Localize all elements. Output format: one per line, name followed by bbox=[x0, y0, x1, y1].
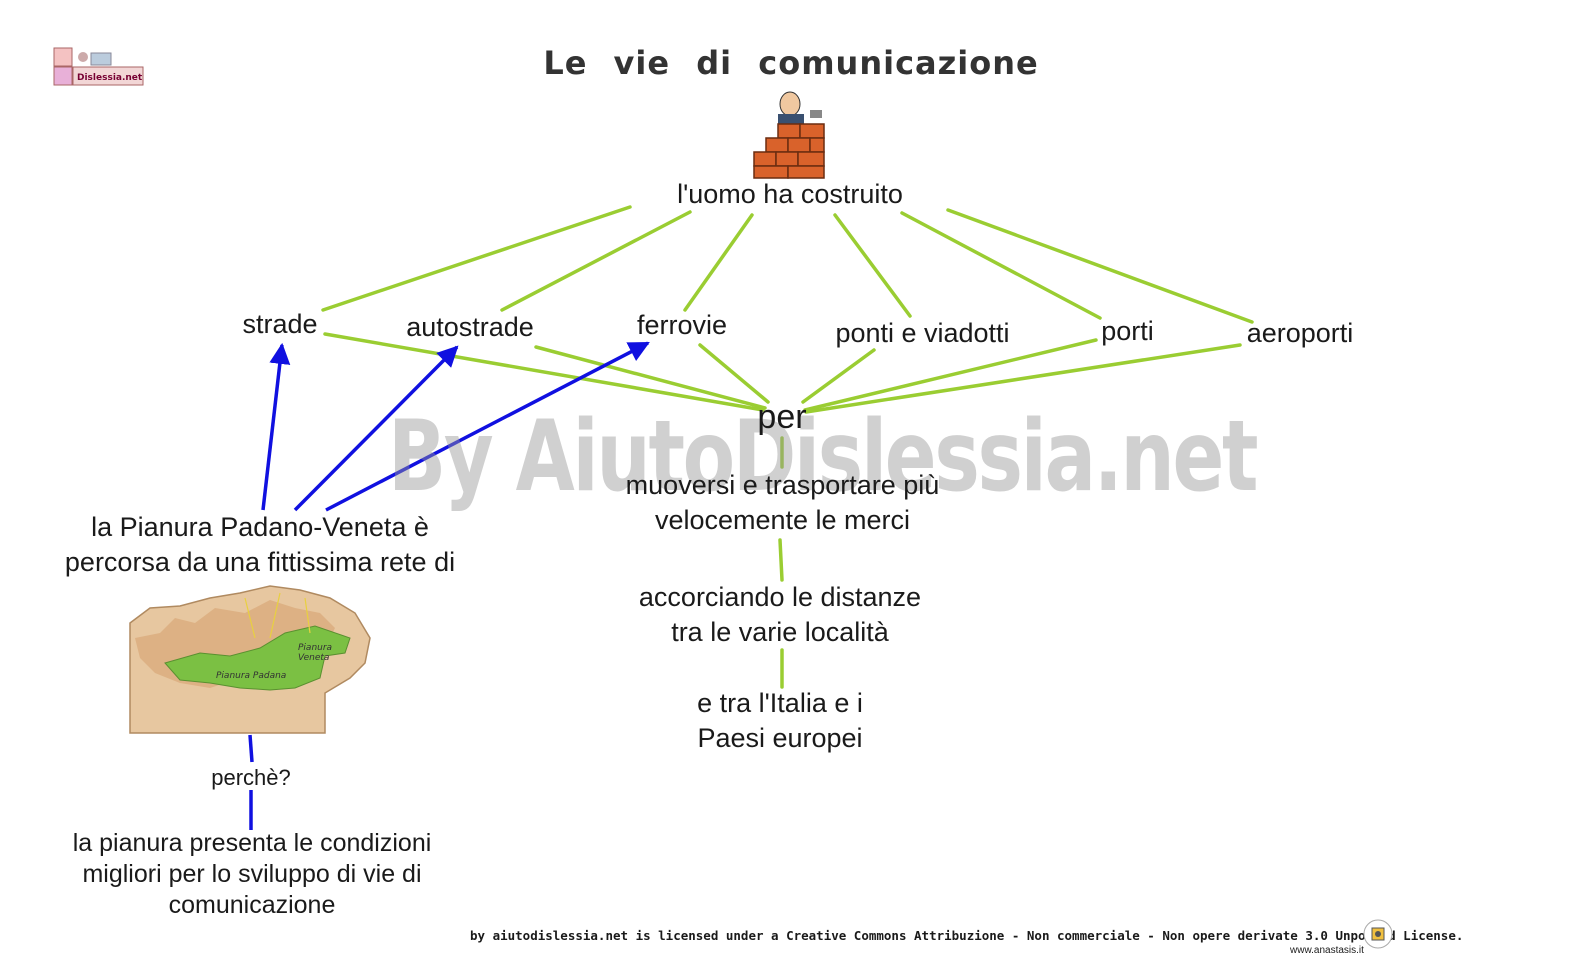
logo-text: Dislessia.net bbox=[77, 73, 143, 83]
link-ferrovie-per bbox=[698, 343, 770, 404]
link-root-aeroporti bbox=[946, 208, 1254, 324]
link-root-autostrade bbox=[500, 210, 692, 312]
link-strade-per bbox=[323, 332, 765, 412]
effect2-line2: Paesi europei bbox=[697, 723, 863, 753]
link-purpose-effect1 bbox=[778, 538, 784, 582]
link-root-porti bbox=[900, 211, 1102, 320]
plain-line2: percorsa da una fittissima rete di bbox=[64, 547, 456, 577]
map-label-veneta-2: Veneta bbox=[298, 653, 329, 663]
link-root-ferrovie bbox=[683, 213, 754, 312]
link-root-ponti bbox=[833, 213, 912, 318]
reason-line1: la pianura presenta le condizioni bbox=[72, 829, 432, 857]
plain-line1: la Pianura Padano-Veneta è bbox=[91, 512, 429, 542]
map-label-padana: Pianura Padana bbox=[216, 671, 286, 681]
link-ponti-per bbox=[801, 348, 876, 404]
site-text: www.anastasis.it bbox=[1290, 945, 1364, 956]
category-strade: strade bbox=[242, 309, 318, 339]
arrow-plain-strade bbox=[261, 342, 291, 511]
license-text[interactable]: by aiutodislessia.net is licensed under … bbox=[470, 928, 1464, 943]
purpose-line1: muoversi e trasportare più bbox=[625, 470, 940, 500]
link-root-strade bbox=[321, 205, 632, 312]
arrow-plain-ferrovie bbox=[325, 341, 650, 512]
purpose-text: muoversi e trasportare più velocemente l… bbox=[580, 468, 985, 538]
connector-lines bbox=[248, 205, 1254, 830]
category-autostrade: autostrade bbox=[406, 312, 534, 342]
category-ponti-viadotti: ponti e viadotti bbox=[835, 318, 1010, 348]
effect1-line1: accorciando le distanze bbox=[638, 582, 922, 612]
italy-map-icon: Pianura Padana Pianura Veneta bbox=[120, 578, 378, 736]
map-label-veneta-1: Pianura bbox=[298, 643, 332, 653]
link-autostrade-per bbox=[534, 345, 767, 410]
effect2-line1: e tra l'Italia e i bbox=[697, 688, 863, 718]
reason-line3: comunicazione bbox=[168, 891, 336, 919]
link-aeroporti-per bbox=[804, 343, 1242, 414]
effect1-line2: tra le varie località bbox=[671, 617, 889, 647]
arrow-plain-autostrade bbox=[293, 345, 459, 512]
hub-per: per bbox=[757, 398, 807, 436]
effect1-text: accorciando le distanze tra le varie loc… bbox=[600, 580, 960, 650]
plain-text: la Pianura Padano-Veneta è percorsa da u… bbox=[20, 510, 500, 580]
reason-line2: migliori per lo sviluppo di vie di bbox=[82, 860, 422, 888]
supermappe-badge-icon bbox=[1362, 918, 1394, 950]
question-text: perchè? bbox=[211, 765, 291, 790]
page-title: Le vie di comunicazione bbox=[543, 44, 1039, 82]
link-map-question bbox=[248, 734, 254, 763]
category-porti: porti bbox=[1101, 316, 1154, 346]
effect2-text: e tra l'Italia e i Paesi europei bbox=[630, 686, 930, 756]
link-porti-per bbox=[803, 338, 1098, 412]
dislessia-logo-icon: Dislessia.net bbox=[53, 47, 145, 87]
root-node: l'uomo ha costruito bbox=[677, 179, 903, 209]
reason-text: la pianura presenta le condizioni miglio… bbox=[30, 828, 474, 921]
category-aeroporti: aeroporti bbox=[1246, 318, 1354, 348]
purpose-line2: velocemente le merci bbox=[654, 505, 911, 535]
category-ferrovie: ferrovie bbox=[636, 310, 728, 340]
bricklayer-icon bbox=[752, 91, 828, 180]
